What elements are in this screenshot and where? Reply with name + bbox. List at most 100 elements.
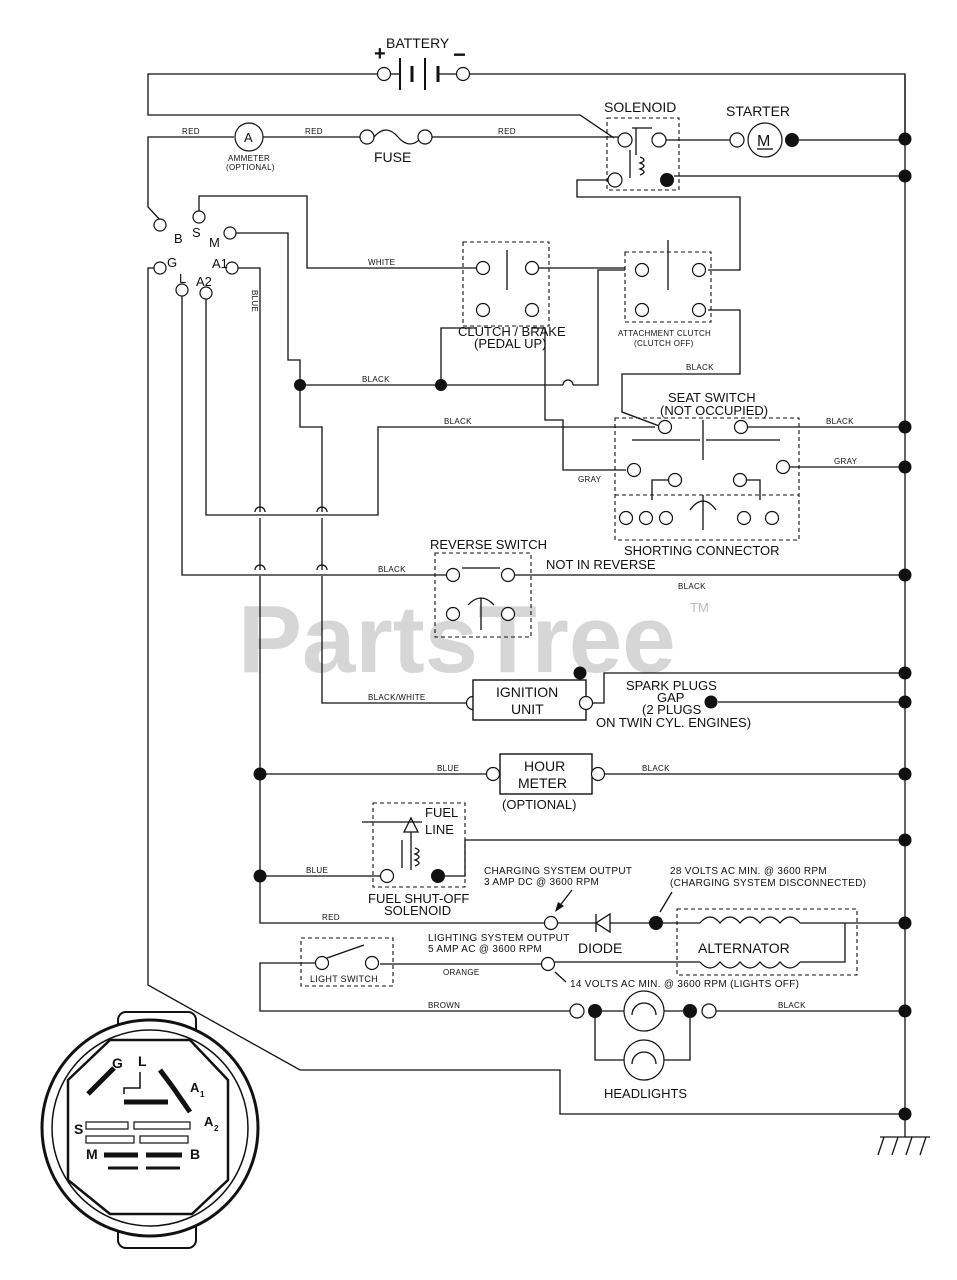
ign-terminal-m: M [209,235,220,250]
volts14-label: 14 VOLTS AC MIN. @ 3600 RPM (LIGHTS OFF) [570,979,799,990]
fuel-solenoid-line2: SOLENOID [384,903,451,918]
spark-plugs-line4: ON TWIN CYL. ENGINES) [596,715,751,730]
charging-system: CHARGING SYSTEM OUTPUT 3 AMP DC @ 3600 R… [380,866,905,990]
wire-color-red-3: RED [498,127,516,136]
fuel-solenoid-line1: FUEL SHUT-OFF [368,891,469,906]
ignition-unit-line1: IGNITION [496,684,558,700]
wire-color-red-1: RED [182,127,200,136]
light-switch: LIGHT SWITCH BROWN [259,937,570,1012]
hour-meter: HOUR METER BLACK (OPTIONAL) [485,753,905,812]
key-term-a2-sub: 2 [214,1124,219,1133]
charging-line2: 3 AMP DC @ 3600 RPM [484,877,599,888]
wire-color-black-7: BLACK [642,764,670,773]
solenoid-label: SOLENOID [604,99,676,115]
seat-switch-note: (NOT OCCUPIED) [660,403,768,418]
wire-color-black-3: BLACK [378,565,406,574]
light-switch-label: LIGHT SWITCH [310,974,378,984]
key-term-g: G [112,1055,123,1071]
fuel-solenoid: FUEL LINE FUEL SHUT-OFF SOLENOID [362,802,905,918]
ammeter-fuse-circuit: RED A AMMETER (OPTIONAL) RED FUSE RED [147,122,618,223]
wire-color-black-white: BLACK/WHITE [368,693,426,702]
lighting-line1: LIGHTING SYSTEM OUTPUT [428,933,570,944]
fuel-line-2: LINE [425,822,454,837]
not-in-reverse-label: NOT IN REVERSE [546,557,656,572]
watermark-tm: TM [690,600,709,615]
wire-color-black-4: BLACK [686,363,714,372]
ign-terminal-a2: A2 [196,274,212,289]
watermark-text: PartsTree [238,586,676,693]
wire-color-black-6: BLACK [678,582,706,591]
battery-label: BATTERY [386,35,450,51]
headlights: BLACK HEADLIGHTS [569,990,905,1101]
key-term-b: B [190,1146,200,1162]
hour-meter-line2: METER [518,775,567,791]
volts28-line2: (CHARGING SYSTEM DISCONNECTED) [670,878,866,889]
volts28-line1: 28 VOLTS AC MIN. @ 3600 RPM [670,866,827,877]
key-term-a1-sub: 1 [200,1090,205,1099]
key-term-a1: A [190,1080,200,1095]
ammeter-symbol: A [244,130,253,145]
ign-terminal-s: S [192,225,201,240]
alternator-label: ALTERNATOR [698,940,790,956]
ground-bus [877,75,930,1156]
fuel-line-1: FUEL [425,805,458,820]
watermark: PartsTree TM [238,586,709,693]
seat-switch-label: SEAT SWITCH [668,390,756,405]
ignition-switch: B S M G L A1 A2 [153,210,239,300]
ign-terminal-g: G [167,255,177,270]
wire-color-black-1: BLACK [362,375,390,384]
key-term-m: M [86,1146,98,1162]
lighting-line2: 5 AMP AC @ 3600 RPM [428,944,542,955]
key-term-l: L [138,1053,147,1069]
wire-color-orange: ORANGE [443,968,479,977]
wire-color-red-2: RED [305,127,323,136]
battery-positive-sign: + [374,43,386,65]
wire-color-gray-1: GRAY [578,475,602,484]
shorting-connector-label: SHORTING CONNECTOR [624,543,780,558]
seat-switch: SEAT SWITCH (NOT OCCUPIED) BLACK GRAY SH… [614,390,905,558]
attachment-clutch-note: (CLUTCH OFF) [634,339,694,348]
wire-color-red-4: RED [322,913,340,922]
motor-symbol: M [757,133,770,150]
key-term-s: S [74,1121,83,1137]
wire-color-black-8: BLACK [778,1001,806,1010]
wire-color-blue-vert: BLUE [250,290,259,312]
wire-color-blue-1: BLUE [437,764,459,773]
spark-plugs-line2: GAP [657,690,684,705]
wiring: WHITE BLACK BLACK/WHITE BLUE BLUE BLUE R… [147,195,905,1115]
wire-color-gray-2: GRAY [834,457,858,466]
spark-plugs-line3: (2 PLUGS [642,702,702,717]
hour-meter-note: (OPTIONAL) [502,797,576,812]
ammeter-note: (OPTIONAL) [226,163,275,172]
reverse-switch: REVERSE SWITCH NOT IN REVERSE BLACK [430,537,905,638]
wire-color-brown: BROWN [428,1001,460,1010]
wire-color-blue-2: BLUE [306,866,328,875]
key-switch-face: G L A 1 S A 2 M B [40,1011,260,1249]
starter-label: STARTER [726,103,790,119]
ign-terminal-b: B [174,231,183,246]
starter-motor: STARTER M [726,103,905,158]
ign-terminal-l: L [179,271,186,286]
hour-meter-line1: HOUR [524,758,565,774]
wire-color-white: WHITE [368,258,395,267]
key-term-a2: A [204,1114,214,1129]
charging-line1: CHARGING SYSTEM OUTPUT [484,866,632,877]
battery-negative-sign: − [453,42,466,67]
ignition-unit: IGNITION UNIT SPARK PLUGS GAP (2 PLUGS O… [465,666,905,730]
ign-terminal-a1: A1 [212,256,228,271]
fuse-label: FUSE [374,149,411,165]
clutch-brake-label: CLUTCH / BRAKE [458,324,566,339]
reverse-switch-label: REVERSE SWITCH [430,537,547,552]
ignition-unit-line2: UNIT [511,701,544,717]
attachment-clutch-label: ATTACHMENT CLUTCH [618,329,711,338]
battery: BATTERY + − [147,35,906,139]
headlights-label: HEADLIGHTS [604,1086,687,1101]
ammeter-label: AMMETER [228,154,270,163]
clutch-brake-note: (PEDAL UP) [474,336,546,351]
diode-label: DIODE [578,940,622,956]
spark-plugs-line1: SPARK PLUGS [626,678,717,693]
wire-color-black-5: BLACK [826,417,854,426]
solenoid: SOLENOID [576,99,905,271]
wire-color-black-2: BLACK [444,417,472,426]
